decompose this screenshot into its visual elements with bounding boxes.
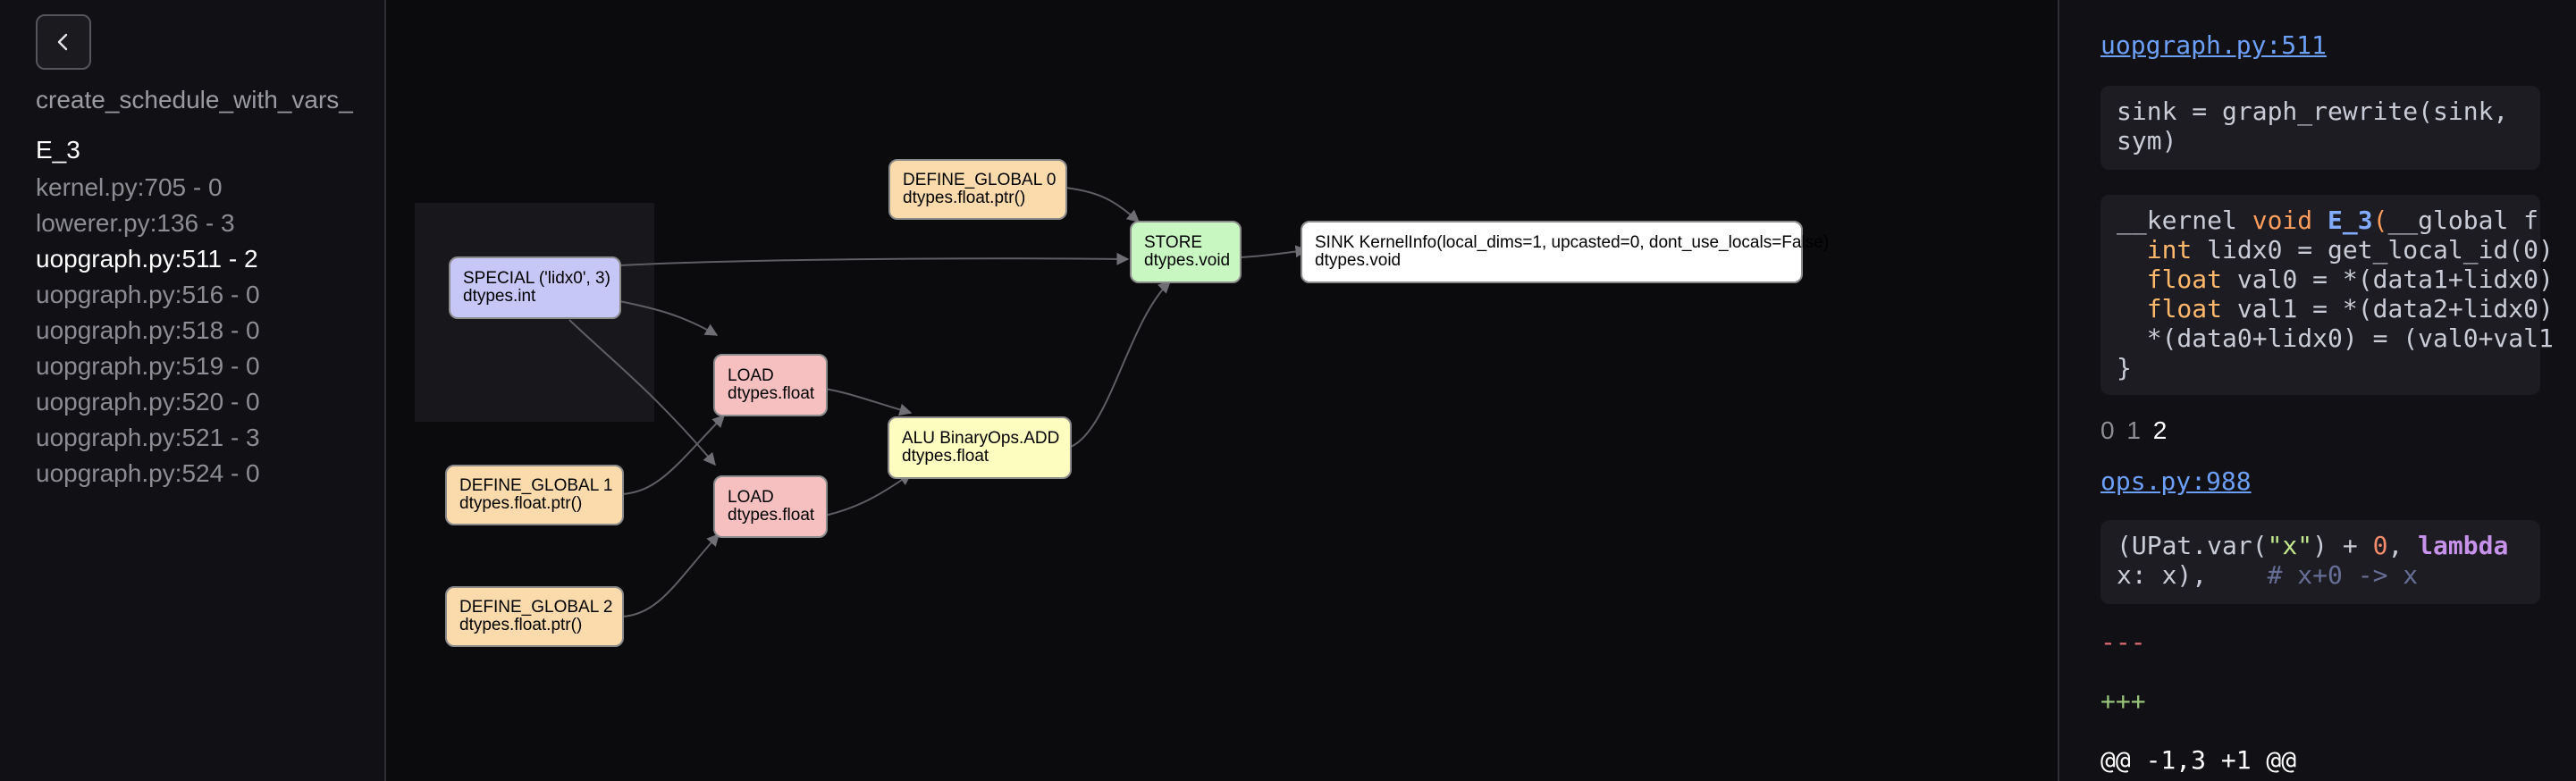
node-dtype: dtypes.float.ptr() xyxy=(459,494,583,513)
node-label: SPECIAL ('lidx0', 3) xyxy=(463,269,610,288)
node-dtype: dtypes.float xyxy=(902,447,989,466)
edge xyxy=(1070,281,1172,448)
node-dtype: dtypes.int xyxy=(463,287,536,306)
code-line: x: x), # x+0 -> x xyxy=(2117,560,2419,590)
node-label: DEFINE_GLOBAL 0 xyxy=(903,171,1056,189)
kernel-code-block: __kernel void E_3(__global f int lidx0 =… xyxy=(2100,195,2554,395)
code-line: float val1 = *(data2+lidx0) xyxy=(2146,294,2554,323)
kernel-name[interactable]: E_3 xyxy=(36,136,80,164)
code-line: __kernel void E_3(__global f xyxy=(2117,206,2539,235)
match-index-selector: 0 1 2 xyxy=(2100,416,2172,445)
sidebar: create_schedule_with_vars_ E_3 kernel.py… xyxy=(0,0,386,781)
edge xyxy=(621,414,725,495)
node-label: SINK KernelInfo(local_dims=1, upcasted=0… xyxy=(1315,233,1830,252)
node-load-2[interactable]: LOAD dtypes.float xyxy=(713,475,828,538)
node-label: DEFINE_GLOBAL 1 xyxy=(459,476,613,495)
code-line: sym) xyxy=(2117,126,2177,155)
graph-edges xyxy=(415,187,1309,617)
diff-added-header: +++ xyxy=(2100,686,2146,716)
edge xyxy=(1065,187,1141,223)
rewrite-code-block: sink = graph_rewrite(sink, sym) xyxy=(2100,86,2540,170)
rewrite-item[interactable]: uopgraph.py:521 - 3 xyxy=(36,424,260,451)
rewrite-detail-panel: uopgraph.py:511 sink = graph_rewrite(sin… xyxy=(2058,0,2576,781)
rewrite-item[interactable]: lowerer.py:136 - 3 xyxy=(36,209,235,237)
code-line: float val0 = *(data1+lidx0) xyxy=(2146,265,2554,294)
node-define-global-0[interactable]: DEFINE_GLOBAL 0 dtypes.float.ptr() xyxy=(888,159,1067,220)
rewrite-item[interactable]: uopgraph.py:519 - 0 xyxy=(36,352,260,380)
edge xyxy=(568,319,716,466)
edge xyxy=(619,300,719,336)
node-dtype: dtypes.float xyxy=(728,506,815,525)
function-name[interactable]: create_schedule_with_vars_ xyxy=(36,86,353,113)
rewrite-item[interactable]: kernel.py:705 - 0 xyxy=(36,173,223,201)
back-button[interactable] xyxy=(36,14,91,70)
diff-removed-header: --- xyxy=(2100,627,2146,657)
node-sink[interactable]: SINK KernelInfo(local_dims=1, upcasted=0… xyxy=(1301,221,1830,283)
uop-graph[interactable]: DEFINE_GLOBAL 0 dtypes.float.ptr() SPECI… xyxy=(386,0,2058,781)
node-dtype: dtypes.float.ptr() xyxy=(459,616,583,634)
rewrite-item[interactable]: uopgraph.py:524 - 0 xyxy=(36,459,260,487)
edge xyxy=(1240,245,1309,258)
rewrite-item-selected[interactable]: uopgraph.py:511 - 2 xyxy=(36,245,258,273)
node-label: STORE xyxy=(1144,233,1203,252)
node-dtype: dtypes.float.ptr() xyxy=(903,189,1026,207)
pattern-code-block: (UPat.var("x") + 0, lambda x: x), # x+0 … xyxy=(2100,520,2540,604)
edge xyxy=(824,473,913,516)
node-dtype: dtypes.float xyxy=(728,384,815,403)
edge xyxy=(621,533,720,617)
node-label: ALU BinaryOps.ADD xyxy=(902,429,1060,448)
code-line: int lidx0 = get_local_id(0) xyxy=(2146,235,2554,265)
rewrite-item[interactable]: uopgraph.py:516 - 0 xyxy=(36,281,260,308)
node-label: LOAD xyxy=(728,366,774,385)
match-index-selected[interactable]: 2 xyxy=(2152,416,2168,444)
node-define-global-2[interactable]: DEFINE_GLOBAL 2 dtypes.float.ptr() xyxy=(445,586,624,647)
match-index[interactable]: 0 xyxy=(2100,416,2115,444)
match-index[interactable]: 1 xyxy=(2126,416,2141,444)
node-store[interactable]: STORE dtypes.void xyxy=(1130,221,1242,283)
rewrite-item[interactable]: uopgraph.py:518 - 0 xyxy=(36,316,260,344)
code-line: sink = graph_rewrite(sink, xyxy=(2117,97,2509,126)
node-special[interactable]: SPECIAL ('lidx0', 3) dtypes.int xyxy=(449,256,621,319)
node-load-1[interactable]: LOAD dtypes.float xyxy=(713,354,828,416)
source-link-ops[interactable]: ops.py:988 xyxy=(2100,466,2252,496)
node-label: LOAD xyxy=(728,488,774,507)
node-dtype: dtypes.void xyxy=(1315,251,1402,270)
chevron-left-icon xyxy=(57,33,68,51)
node-alu-add[interactable]: ALU BinaryOps.ADD dtypes.float xyxy=(888,416,1072,479)
rewrite-item[interactable]: uopgraph.py:520 - 0 xyxy=(36,388,260,416)
node-define-global-1[interactable]: DEFINE_GLOBAL 1 dtypes.float.ptr() xyxy=(445,465,624,525)
node-label: DEFINE_GLOBAL 2 xyxy=(459,598,613,617)
edge xyxy=(619,252,1130,266)
rewrite-list: kernel.py:705 - 0 lowerer.py:136 - 3 uop… xyxy=(36,172,260,493)
node-dtype: dtypes.void xyxy=(1144,251,1231,270)
code-line: *(data0+lidx0) = (val0+val1 xyxy=(2117,323,2554,353)
source-link-uopgraph[interactable]: uopgraph.py:511 xyxy=(2100,30,2327,60)
code-line: } xyxy=(2117,353,2132,382)
edge xyxy=(824,388,913,416)
code-line: (UPat.var("x") + 0, lambda xyxy=(2117,531,2509,560)
diff-hunk-header: @@ -1,3 +1 @@ xyxy=(2100,745,2297,775)
